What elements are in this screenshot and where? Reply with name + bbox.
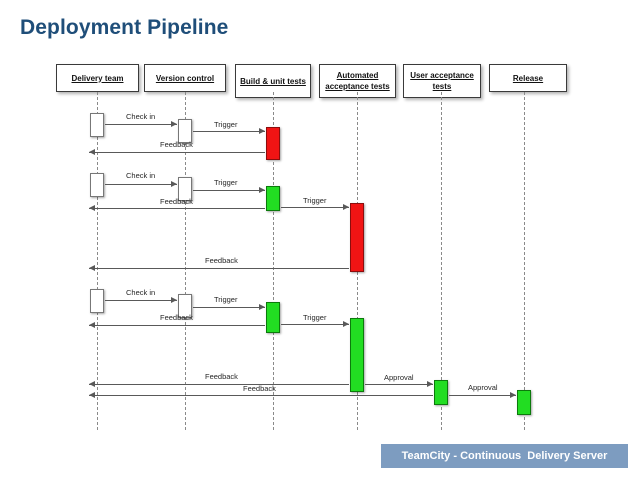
message-label: Feedback [160, 313, 193, 322]
message-line-trigger [193, 131, 265, 132]
activation-bar-version-control-idle [178, 119, 192, 143]
lifeline-build-unit-tests [273, 92, 274, 430]
message-label: Feedback [160, 140, 193, 149]
message-line-check-in [105, 184, 177, 185]
message-label: Trigger [214, 120, 238, 129]
message-label: Trigger [214, 295, 238, 304]
message-line-feedback [89, 152, 265, 153]
message-arrowhead [89, 265, 95, 271]
footer-banner: TeamCity - Continuous Delivery Server [381, 444, 628, 468]
activation-bar-build-unit-tests-pass [266, 186, 280, 211]
lifeline-user-acceptance-tests [441, 92, 442, 430]
message-label: Trigger [214, 178, 238, 187]
message-label: Check in [126, 171, 156, 180]
message-arrowhead [89, 392, 95, 398]
activation-bar-automated-acceptance-tests-fail [350, 203, 364, 272]
lane-header-version-control: Version control [144, 64, 226, 92]
lane-header-label: Automated acceptance tests [325, 71, 390, 91]
message-label: Trigger [303, 313, 327, 322]
message-line-approval [449, 395, 516, 396]
lane-header-label: Build & unit tests [240, 76, 306, 86]
message-label: Feedback [205, 256, 238, 265]
message-line-feedback [89, 208, 265, 209]
message-arrowhead [171, 121, 177, 127]
lane-header-user-acceptance-tests: User acceptance tests [403, 64, 481, 98]
lifeline-delivery-team [97, 92, 98, 430]
activation-bar-build-unit-tests-fail [266, 127, 280, 160]
activation-bar-user-acceptance-tests-pass [434, 380, 448, 405]
message-label: Feedback [160, 197, 193, 206]
lane-header-label: Version control [155, 73, 215, 83]
page-title: Deployment Pipeline [20, 16, 229, 39]
message-arrowhead [171, 181, 177, 187]
message-arrowhead [427, 381, 433, 387]
message-line-approval [365, 384, 433, 385]
message-arrowhead [259, 187, 265, 193]
activation-bar-release-pass [517, 390, 531, 415]
message-line-check-in [105, 124, 177, 125]
lifeline-version-control [185, 92, 186, 430]
message-line-check-in [105, 300, 177, 301]
message-label: Check in [126, 288, 156, 297]
activation-bar-build-unit-tests-pass [266, 302, 280, 333]
message-label: Check in [126, 112, 156, 121]
message-line-feedback [89, 325, 265, 326]
activation-bar-delivery-team-idle [90, 289, 104, 313]
message-arrowhead [343, 321, 349, 327]
message-line-trigger [281, 324, 349, 325]
message-label: Feedback [205, 372, 238, 381]
message-arrowhead [259, 304, 265, 310]
activation-bar-version-control-idle [178, 177, 192, 201]
activation-bar-delivery-team-idle [90, 173, 104, 197]
lane-header-label: Release [512, 73, 544, 83]
message-arrowhead [89, 205, 95, 211]
message-arrowhead [259, 128, 265, 134]
lane-header-delivery-team: Delivery team [56, 64, 139, 92]
message-arrowhead [89, 149, 95, 155]
activation-bar-delivery-team-idle [90, 113, 104, 137]
message-line-trigger [281, 207, 349, 208]
message-label: Approval [384, 373, 414, 382]
activation-bar-version-control-idle [178, 294, 192, 318]
lane-header-label: Delivery team [71, 73, 124, 83]
message-arrowhead [89, 381, 95, 387]
message-label: Approval [468, 383, 498, 392]
footer-banner-label: TeamCity - Continuous Delivery Server [401, 450, 608, 462]
message-arrowhead [171, 297, 177, 303]
message-line-feedback [89, 268, 349, 269]
message-line-feedback [89, 384, 349, 385]
message-line-feedback [89, 395, 433, 396]
message-label: Trigger [303, 196, 327, 205]
message-label: Feedback [243, 384, 276, 393]
lane-header-label: User acceptance tests [410, 71, 474, 91]
message-line-trigger [193, 307, 265, 308]
activation-bar-automated-acceptance-tests-pass [350, 318, 364, 392]
message-arrowhead [510, 392, 516, 398]
message-line-trigger [193, 190, 265, 191]
lane-header-release: Release [489, 64, 567, 92]
message-arrowhead [343, 204, 349, 210]
message-arrowhead [89, 322, 95, 328]
lifeline-release [524, 92, 525, 430]
